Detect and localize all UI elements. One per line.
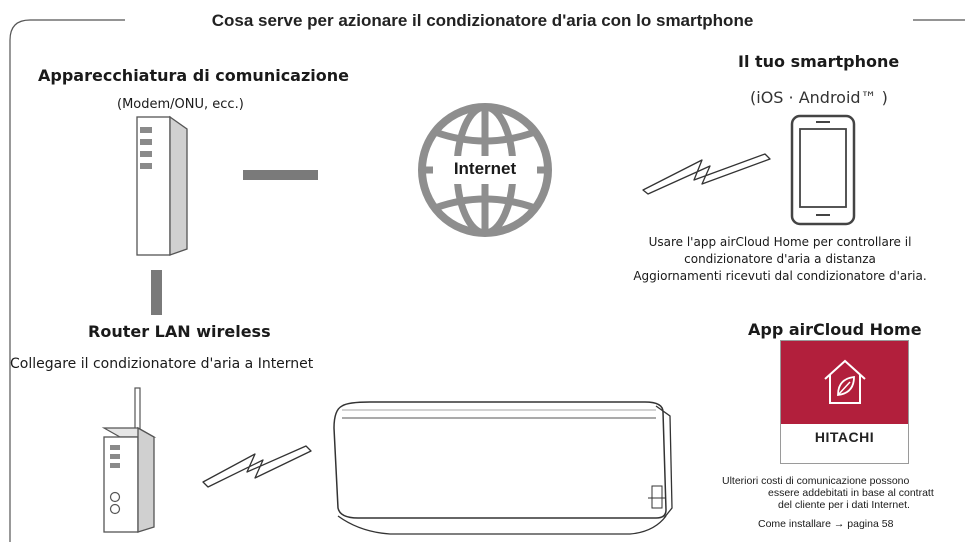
wireless-signal-icon	[642, 153, 771, 195]
app-icon-background	[781, 341, 908, 424]
aircloud-home-app-icon: HITACHI	[780, 340, 909, 464]
internet-label: Internet	[453, 159, 517, 178]
app-heading: App airCloud Home	[748, 320, 922, 339]
smartphone-description-line: Usare l'app airCloud Home per controllar…	[648, 235, 912, 249]
router-description: Collegare il condizionatore d'aria a Int…	[10, 356, 314, 372]
globe-icon	[418, 103, 552, 237]
hitachi-logo: HITACHI	[814, 429, 875, 445]
app-note-line: essere addebitati in base al contratt	[768, 487, 934, 499]
smartphone-icon	[790, 114, 856, 226]
communication-device-subheading: (Modem/ONU, ecc.)	[117, 97, 244, 112]
app-note-line: Ulteriori costi di comunicazione possono	[722, 475, 910, 487]
install-link[interactable]: Come installare → pagina 58	[758, 518, 894, 530]
smartphone-description-line: Aggiornamenti ricevuti dal condizionator…	[633, 269, 927, 283]
smartphone-os: (iOS · Android™ )	[750, 88, 888, 107]
air-conditioner-icon	[333, 401, 673, 535]
smartphone-heading: Il tuo smartphone	[738, 52, 900, 71]
page-title: Cosa serve per azionare il condizionator…	[211, 11, 754, 30]
wired-link-modem-router	[151, 270, 162, 315]
smartphone-description-line: condizionatore d'aria a distanza	[684, 252, 876, 266]
house-leaf-icon	[824, 359, 866, 404]
modem-icon	[136, 115, 188, 256]
wired-link-modem-internet	[243, 170, 318, 180]
communication-device-heading: Apparecchiatura di comunicazione	[38, 66, 349, 85]
app-note-line: del cliente per i dati Internet.	[778, 499, 910, 511]
router-icon	[101, 387, 157, 533]
router-heading: Router LAN wireless	[88, 322, 271, 341]
wireless-signal-icon	[202, 445, 312, 488]
smartphone-description: Usare l'app airCloud Home per controllar…	[600, 234, 960, 285]
